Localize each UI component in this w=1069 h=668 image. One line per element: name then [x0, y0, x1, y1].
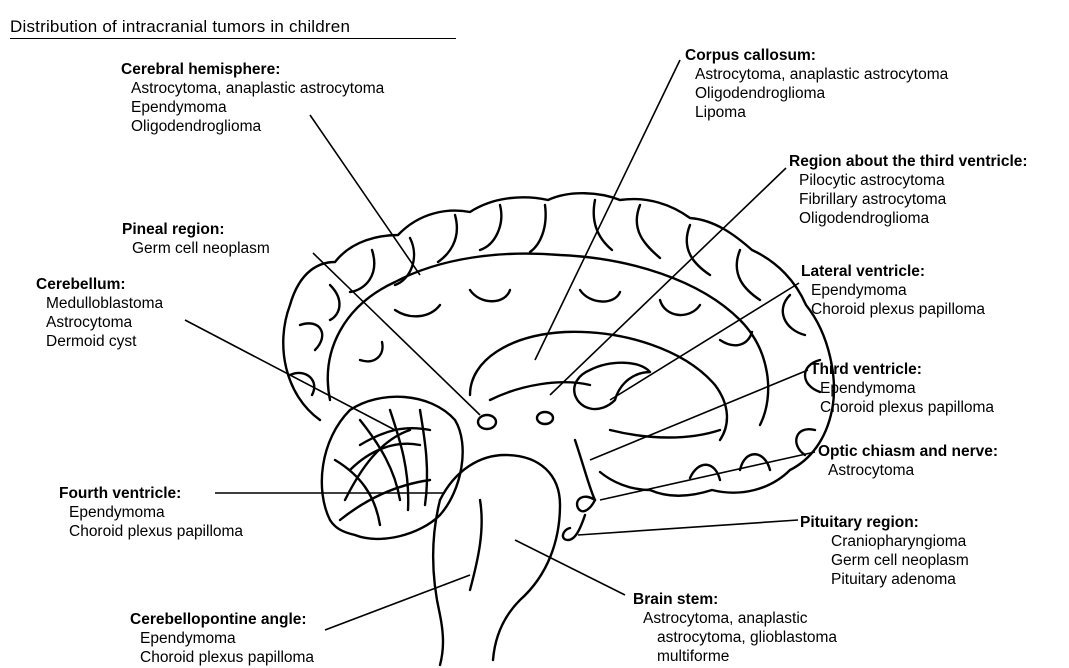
label-item: multiforme: [643, 647, 837, 666]
pineal-gland: [478, 415, 496, 429]
label-item: Germ cell neoplasm: [132, 239, 270, 258]
leader-lines: [185, 60, 815, 630]
label-cerebral-hemisphere: Cerebral hemisphere: Astrocytoma, anapla…: [121, 60, 384, 136]
label-heading: Fourth ventricle:: [59, 484, 243, 503]
label-item: Ependymoma: [811, 281, 985, 300]
label-item: Astrocytoma, anaplastic: [643, 609, 837, 628]
label-item: Pituitary adenoma: [831, 570, 969, 589]
label-item: Choroid plexus papilloma: [69, 522, 243, 541]
label-heading: Optic chiasm and nerve:: [818, 442, 998, 461]
lateral-ventricle: [574, 363, 650, 409]
label-item: Astrocytoma, anaplastic astrocytoma: [131, 79, 384, 98]
cingulate-gyrus: [328, 254, 768, 425]
label-cerebellopontine-angle: Cerebellopontine angle: Ependymoma Choro…: [130, 610, 314, 667]
label-fourth-ventricle: Fourth ventricle: Ependymoma Choroid ple…: [59, 484, 243, 541]
label-item: Lipoma: [695, 103, 948, 122]
label-optic-chiasm: Optic chiasm and nerve: Astrocytoma: [818, 442, 998, 480]
label-heading: Third ventricle:: [810, 360, 994, 379]
label-item: Medulloblastoma: [46, 294, 163, 313]
label-item: Ependymoma: [820, 379, 994, 398]
label-item: Astrocytoma, anaplastic astrocytoma: [695, 65, 948, 84]
label-heading: Cerebellum:: [36, 275, 163, 294]
label-pituitary-region: Pituitary region: Craniopharyngioma Germ…: [800, 513, 969, 589]
label-item: Astrocytoma: [828, 461, 998, 480]
label-item: Astrocytoma: [46, 313, 163, 332]
label-cerebellum: Cerebellum: Medulloblastoma Astrocytoma …: [36, 275, 163, 351]
label-heading: Pineal region:: [122, 220, 270, 239]
label-lateral-ventricle: Lateral ventricle: Ependymoma Choroid pl…: [801, 262, 985, 319]
label-heading: Brain stem:: [633, 590, 837, 609]
label-item: Ependymoma: [140, 629, 314, 648]
label-heading: Pituitary region:: [800, 513, 969, 532]
label-heading: Cerebellopontine angle:: [130, 610, 314, 629]
label-item: Choroid plexus papilloma: [811, 300, 985, 319]
label-heading: Corpus callosum:: [685, 46, 948, 65]
label-item: Oligodendroglioma: [131, 117, 384, 136]
label-item: Choroid plexus papilloma: [820, 398, 994, 417]
label-item: Germ cell neoplasm: [831, 551, 969, 570]
label-heading: Cerebral hemisphere:: [121, 60, 384, 79]
label-item: Dermoid cyst: [46, 332, 163, 351]
label-item: astrocytoma, glioblastoma: [643, 628, 837, 647]
label-heading: Region about the third ventricle:: [789, 152, 1028, 171]
label-third-ventricle-region: Region about the third ventricle: Pilocy…: [789, 152, 1028, 228]
label-corpus-callosum: Corpus callosum: Astrocytoma, anaplastic…: [685, 46, 948, 122]
label-item: Craniopharyngioma: [831, 532, 969, 551]
label-item: Fibrillary astrocytoma: [799, 190, 1028, 209]
cerebrum-outline: [283, 193, 834, 495]
label-brain-stem: Brain stem: Astrocytoma, anaplastic astr…: [633, 590, 837, 666]
label-item: Oligodendroglioma: [695, 84, 948, 103]
label-item: Ependymoma: [69, 503, 243, 522]
label-item: Pilocytic astrocytoma: [799, 171, 1028, 190]
label-item: Oligodendroglioma: [799, 209, 1028, 228]
label-pineal-region: Pineal region: Germ cell neoplasm: [122, 220, 270, 258]
page-title: Distribution of intracranial tumors in c…: [10, 17, 456, 39]
label-item: Ependymoma: [131, 98, 384, 117]
label-item: Choroid plexus papilloma: [140, 648, 314, 667]
label-third-ventricle: Third ventricle: Ependymoma Choroid plex…: [810, 360, 994, 417]
label-heading: Lateral ventricle:: [801, 262, 985, 281]
